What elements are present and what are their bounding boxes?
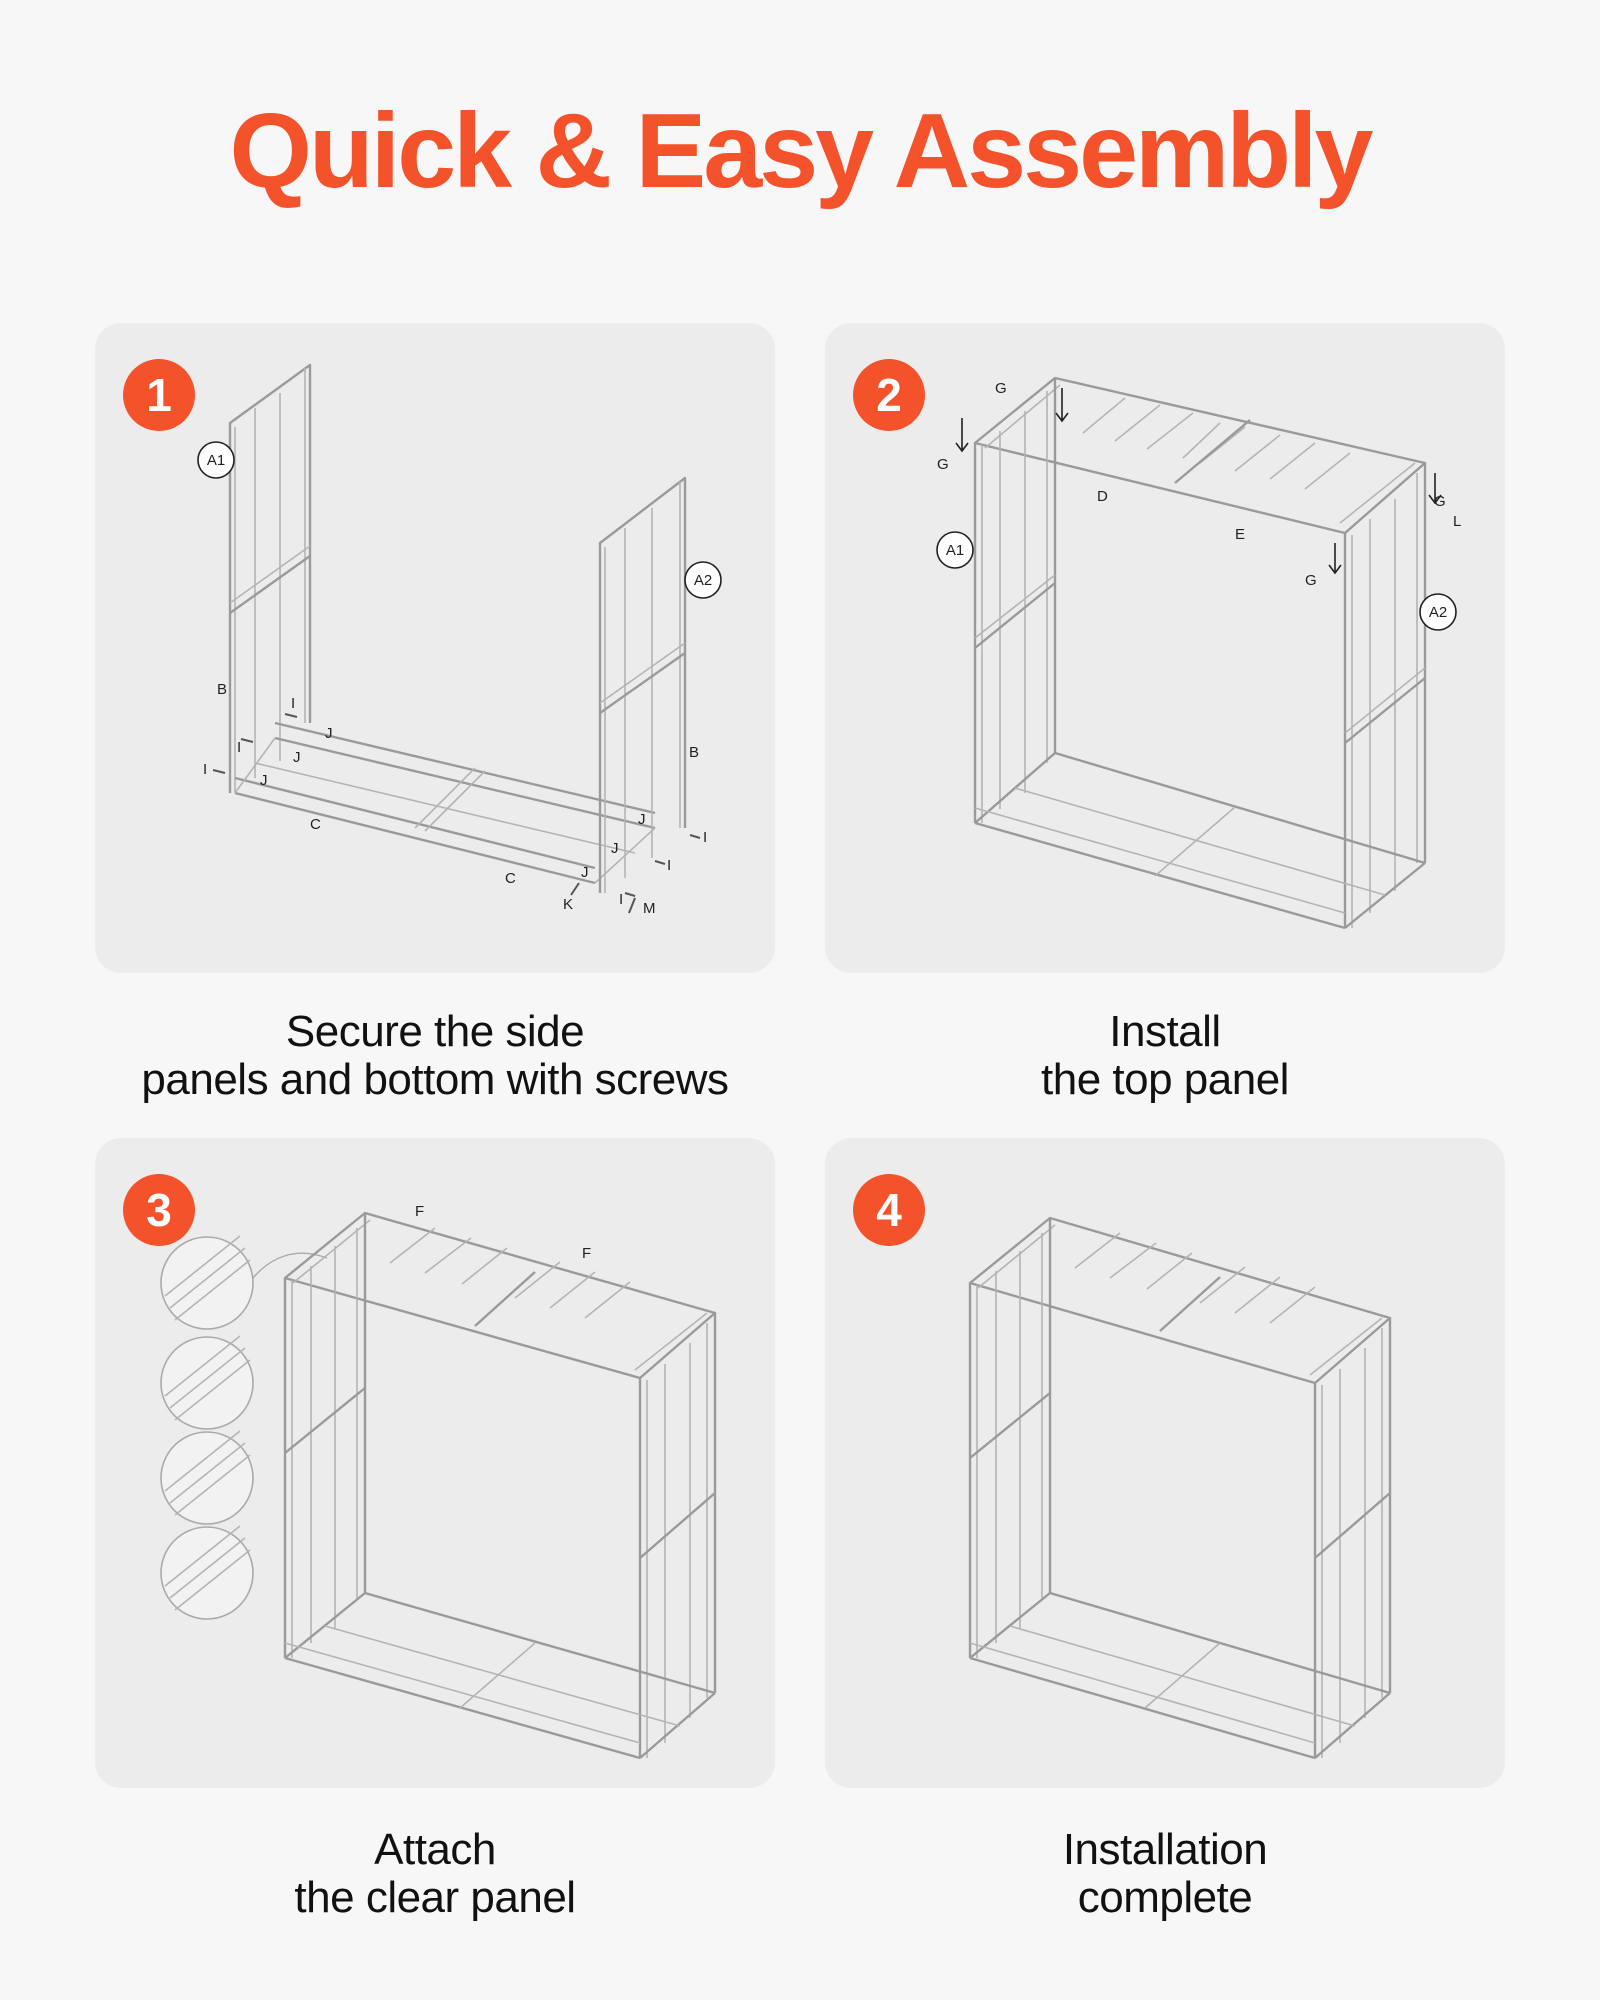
part-label-b-right: B <box>689 744 699 761</box>
screws <box>212 713 701 914</box>
part-label-j-6: J <box>581 864 589 881</box>
caption-line-1: Installation <box>1062 1825 1268 1874</box>
caption-line-2: complete <box>1077 1873 1253 1922</box>
part-label-j-3: J <box>260 772 268 789</box>
part-label-i-6: I <box>619 891 623 908</box>
caption-line-1: Attach <box>374 1825 496 1874</box>
rack-frame <box>968 1216 1392 1760</box>
step-4-caption: Installation complete <box>785 1826 1545 1922</box>
part-label-l: L <box>1453 513 1461 530</box>
part-label-j-2: J <box>293 749 301 766</box>
step-4-diagram <box>968 1216 1392 1760</box>
clip-detail-icon <box>160 1235 328 1620</box>
part-label-g-2: G <box>937 456 949 473</box>
caption-line-1: Install <box>1109 1007 1221 1056</box>
part-label-i-2: I <box>237 739 241 756</box>
part-label-d: D <box>1097 488 1108 505</box>
part-label-g-3: G <box>1434 493 1446 510</box>
step-badge: 4 <box>853 1174 925 1246</box>
step-1-diagram: A1 A2 B B C C I I I I I I J J J J J J K … <box>197 363 722 917</box>
part-label-i-3: I <box>203 761 207 778</box>
side-panel-a2 <box>598 476 687 893</box>
step-badge: 1 <box>123 359 195 431</box>
part-label-k: K <box>563 896 573 913</box>
caption-line-2: panels and bottom with screws <box>141 1055 729 1104</box>
part-label-a1: A1 <box>207 452 225 469</box>
part-label-a2: A2 <box>694 572 712 589</box>
part-label-a1: A1 <box>946 542 964 559</box>
step-badge: 3 <box>123 1174 195 1246</box>
part-label-c-1: C <box>310 816 321 833</box>
step-4-card: 4 <box>825 1138 1505 1788</box>
step-3-card: F F 3 <box>95 1138 775 1788</box>
step-2-caption: Install the top panel <box>785 1008 1545 1104</box>
rack-frame <box>283 1211 717 1760</box>
part-label-c-2: C <box>505 870 516 887</box>
arrow-icon <box>955 388 1442 575</box>
part-label-i-1: I <box>291 695 295 712</box>
part-label-a2: A2 <box>1429 604 1447 621</box>
part-label-g-1: G <box>995 380 1007 397</box>
part-label-i-4: I <box>703 829 707 846</box>
part-label-m: M <box>643 900 656 917</box>
part-label-g-4: G <box>1305 572 1317 589</box>
rack-frame <box>973 376 1427 930</box>
part-label-e: E <box>1235 526 1245 543</box>
page-title: Quick & Easy Assembly <box>229 92 1374 210</box>
part-label-f-1: F <box>415 1203 424 1220</box>
step-3-caption: Attach the clear panel <box>55 1826 815 1922</box>
part-label-i-5: I <box>667 857 671 874</box>
step-1-card: A1 A2 B B C C I I I I I I J J J J J J K … <box>95 323 775 973</box>
step-1-caption: Secure the side panels and bottom with s… <box>55 1008 815 1104</box>
part-label-b-left: B <box>217 681 227 698</box>
step-3-diagram: F F <box>160 1203 717 1760</box>
part-label-j-5: J <box>611 840 619 857</box>
side-panel-a1 <box>228 363 312 793</box>
part-label-f-2: F <box>582 1245 591 1262</box>
caption-line-1: Secure the side <box>285 1007 585 1056</box>
step-2-diagram: A1 A2 D E G G G G L <box>936 376 1461 930</box>
bottom-frame-c <box>234 721 656 885</box>
step-badge: 2 <box>853 359 925 431</box>
caption-line-2: the top panel <box>1041 1055 1289 1104</box>
part-label-j-4: J <box>638 811 646 828</box>
step-2-card: A1 A2 D E G G G G L 2 <box>825 323 1505 973</box>
part-label-j-1: J <box>325 725 333 742</box>
caption-line-2: the clear panel <box>294 1873 576 1922</box>
